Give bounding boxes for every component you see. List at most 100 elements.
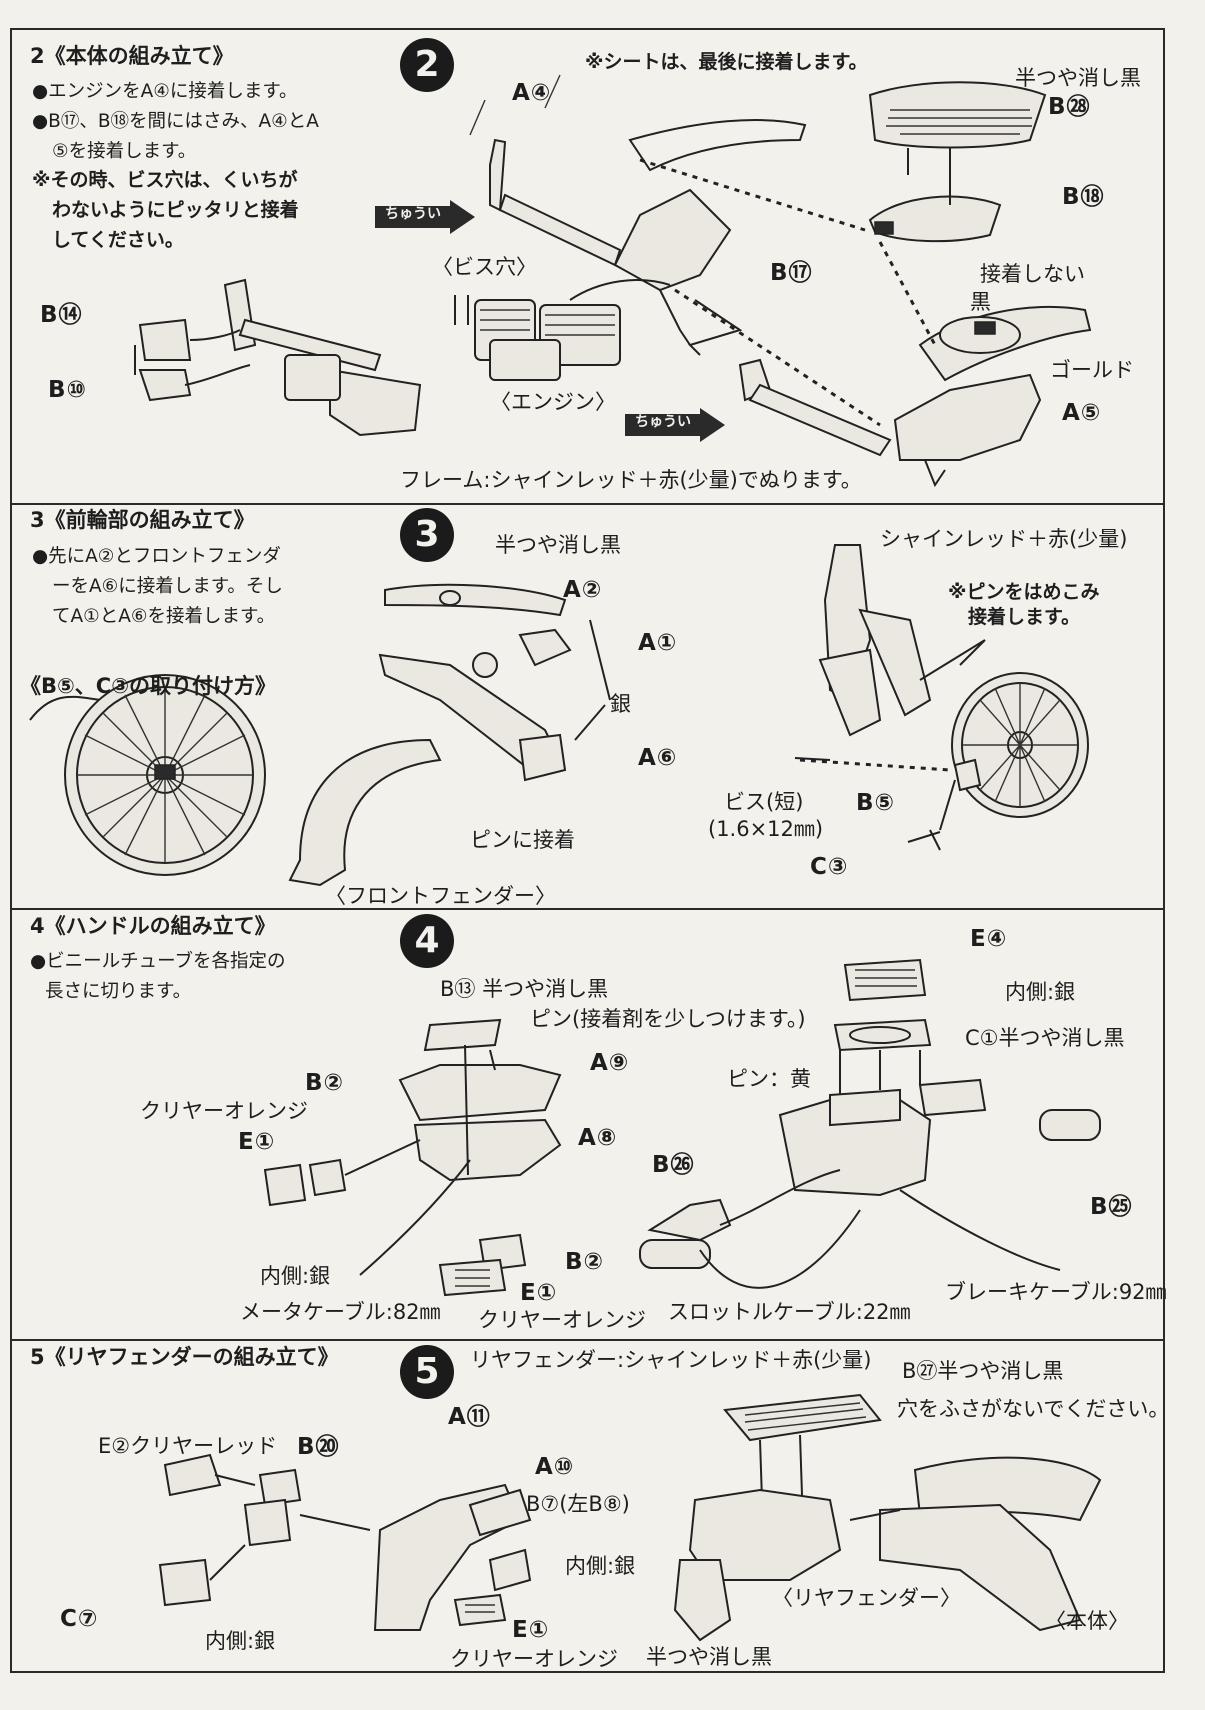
seat-note: ※シートは、最後に接着します。 [585,51,868,73]
instruction-line: ーをA⑥に接着します。そし [52,576,283,597]
part-label-b26: B㉖ [652,1152,695,1178]
frame-detail-small [134,278,422,437]
instruction-line: ●先にA②とフロントフェンダ [32,546,281,567]
seat-part-b28 [868,81,1047,149]
part-label-b14: B⑭ [40,302,83,328]
carrier-and-body [673,1393,1102,1642]
part-label-b13: B⑬ 半つや消し黒 [440,977,609,1001]
pin-glue-note: ピン(接着剤を少しつけます。) [530,1007,806,1031]
part-label-b2: B② [565,1249,605,1275]
front-fender-label: 〈フロントフェンダー〉 [325,884,556,908]
part-label-e1: E① [238,1129,276,1155]
color-label-silver: 銀 [610,692,631,716]
part-label-b20: B⑳ [297,1434,340,1460]
headlight-case-parts [263,1018,562,1297]
part-label-b27: B㉗半つや消し黒 [902,1359,1064,1383]
step-number-badge: 2 [400,38,454,92]
caution-arrow-icon [375,200,475,234]
part-label-a11: A⑪ [448,1404,491,1430]
screw-size-label: (1.6×12㎜) [708,817,824,841]
engine-label: 〈エンジン〉 [490,390,616,414]
caution-label: ちゅうい [385,206,441,222]
inner-silver-label: 内側:銀 [260,1264,331,1288]
finish-label: 半つや消し黒 [495,533,621,557]
part-label-a4: A④ [512,80,552,106]
page-frame [10,28,1165,1673]
no-glue-label: 接着しない [980,262,1085,286]
step-number-badge: 3 [400,508,454,562]
part-label-c3: C③ [810,854,849,880]
part-label-a6: A⑥ [638,745,678,771]
screw-label: ビス(短) [724,790,804,814]
instruction-line: ⑤を接着します。 [52,141,197,162]
color-label-clear-orange: クリヤーオレンジ [450,1647,618,1671]
part-label-b10: B⑩ [48,377,88,403]
part-label-a9: A⑨ [590,1050,630,1076]
section-heading: 2《本体の組み立て》 [30,44,234,68]
instruction-line: ●エンジンをA④に接着します。 [32,81,298,102]
divider-3 [10,1339,1165,1341]
part-label-e1: E① [512,1617,550,1643]
seat-base-part-b18 [868,195,1002,243]
handlebar-parts [639,958,1101,1289]
brake-cable-label: ブレーキケーブル:92㎜ [945,1280,1167,1304]
bis-hole-label: 〈ビス穴〉 [432,255,537,279]
part-label-a10: A⑩ [535,1454,575,1480]
frame-part-a4 [489,119,807,356]
pin-note: 接着します。 [968,606,1081,628]
part-label-b18: B⑱ [1062,184,1105,210]
section-heading: 3《前輪部の組み立て》 [30,508,255,532]
front-wheel-detail [29,674,266,876]
inner-silver-label: 内側:銀 [1005,980,1076,1004]
part-label-e1: E① [520,1280,558,1306]
finish-label: 半つや消し黒 [1015,66,1141,90]
meter-cable-label: メータケーブル:82㎜ [240,1300,441,1324]
part-label-c7: C⑦ [60,1606,99,1632]
engine-part [454,279,671,381]
divider-1 [10,503,1165,505]
front-fork-parts [288,583,611,887]
body-label: 〈本体〉 [1045,1609,1129,1633]
section-heading: 5《リヤフェンダーの組み立て》 [30,1345,339,1369]
part-label-a1: A① [638,630,678,656]
pin-glue-label: ピンに接着 [470,828,575,852]
divider-2 [10,908,1165,910]
part-label-b5: B⑤ [856,790,896,816]
front-wheel-assembly [794,544,1089,851]
caution-label: ちゅうい [635,414,691,430]
caution-arrow-icon [625,408,725,442]
frame-paint-label: フレーム:シャインレッド＋赤(少量)でぬります。 [400,468,862,492]
frame-part-a5 [738,305,1092,488]
part-label-b25: B㉕ [1090,1194,1133,1220]
note-line: してください。 [52,229,184,251]
part-label-e4: E④ [970,926,1008,952]
part-label-b2: B② [305,1070,345,1096]
part-label-c1: C①半つや消し黒 [965,1026,1125,1050]
part-label-a2: A② [563,577,603,603]
rear-lamp-parts [158,1453,371,1607]
step-number-badge: 5 [400,1345,454,1399]
part-label-e2: E②クリヤーレッド [98,1434,278,1458]
inner-silver-label: 内側:銀 [565,1554,636,1578]
rear-fender-label: 〈リヤフェンダー〉 [772,1586,961,1610]
part-label-b17: B⑰ [770,260,813,286]
part-label-a5: A⑤ [1062,400,1102,426]
instruction-line: てA①とA⑥を接着します。 [52,606,276,627]
throttle-cable-label: スロットルケーブル:22㎜ [668,1300,911,1324]
paint-label: シャインレッド＋赤(少量) [880,527,1128,551]
part-label-b7: B⑦(左B⑧) [526,1492,630,1516]
section-heading: 4《ハンドルの組み立て》 [30,914,276,938]
note-line: わないようにピッタリと接着 [52,199,299,221]
color-label-gold: ゴールド [1050,358,1134,382]
color-label-black: 黒 [970,290,991,314]
instruction-line: ●ビニールチューブを各指定の [30,951,286,972]
instruction-line: 長さに切ります。 [45,981,192,1002]
note-line: ※その時、ビス穴は、くいちが [32,169,298,191]
part-label-a8: A⑧ [578,1125,618,1151]
pin-yellow-label: ピン：黄 [727,1067,811,1091]
matte-black-label: 半つや消し黒 [646,1645,772,1669]
color-label-clear-orange: クリヤーオレンジ [140,1099,308,1123]
part-label-b28: B㉘ [1048,94,1091,120]
hole-note: 穴をふさがないでください。 [897,1397,1170,1421]
